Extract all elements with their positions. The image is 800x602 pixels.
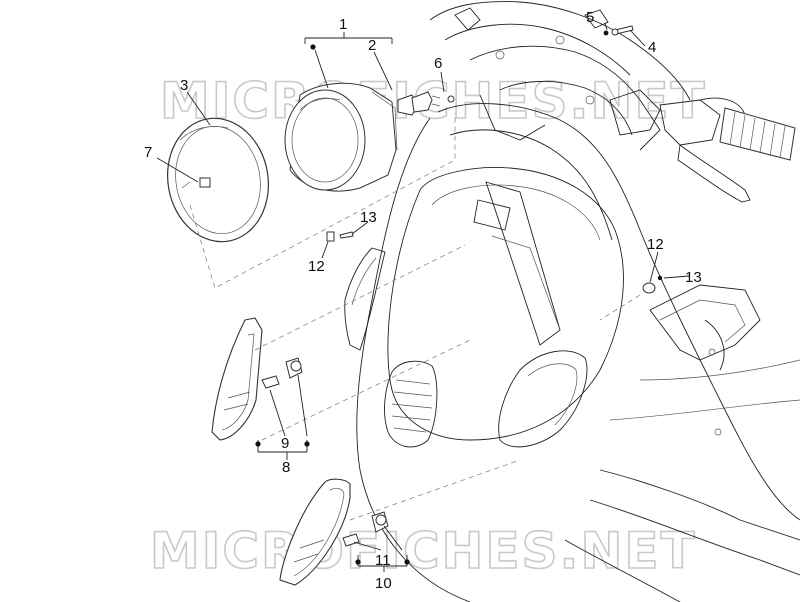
turn-signal-lens-drawing-2 (279, 478, 389, 586)
watermark-top: MICROFICHES.NET (160, 72, 707, 130)
callout-labels: 1 2 3 4 5 6 7 8 9 10 11 12 12 13 13 (144, 9, 702, 592)
guide-lines (189, 113, 641, 521)
callout-12-right: 12 (647, 236, 664, 253)
turn-signal-lens-drawing (211, 317, 303, 441)
callout-2: 2 (368, 37, 376, 54)
callout-6: 6 (434, 55, 442, 72)
screw-parts-12-13-left (326, 231, 354, 242)
callout-1: 1 (339, 16, 347, 33)
callout-12-left: 12 (308, 258, 325, 275)
callout-4: 4 (648, 39, 656, 56)
callout-3: 3 (180, 77, 188, 94)
headlight-unit-drawing (284, 82, 398, 192)
callout-7: 7 (144, 144, 152, 161)
callout-8: 8 (282, 459, 290, 476)
callout-9: 9 (281, 435, 289, 452)
callout-13-right: 13 (685, 269, 702, 286)
headlight-trim-ring-drawing (166, 117, 270, 243)
callout-dots (255, 44, 410, 565)
callout-11: 11 (375, 552, 391, 569)
screw-parts-4-5 (603, 25, 634, 36)
scooter-front-shield-drawing (344, 1, 800, 602)
callout-5: 5 (586, 9, 594, 26)
watermark-bottom: MICROFICHES.NET (150, 522, 697, 580)
callout-10: 10 (375, 575, 392, 592)
callout-13-left: 13 (360, 209, 377, 226)
bulb-drawing (397, 91, 455, 116)
